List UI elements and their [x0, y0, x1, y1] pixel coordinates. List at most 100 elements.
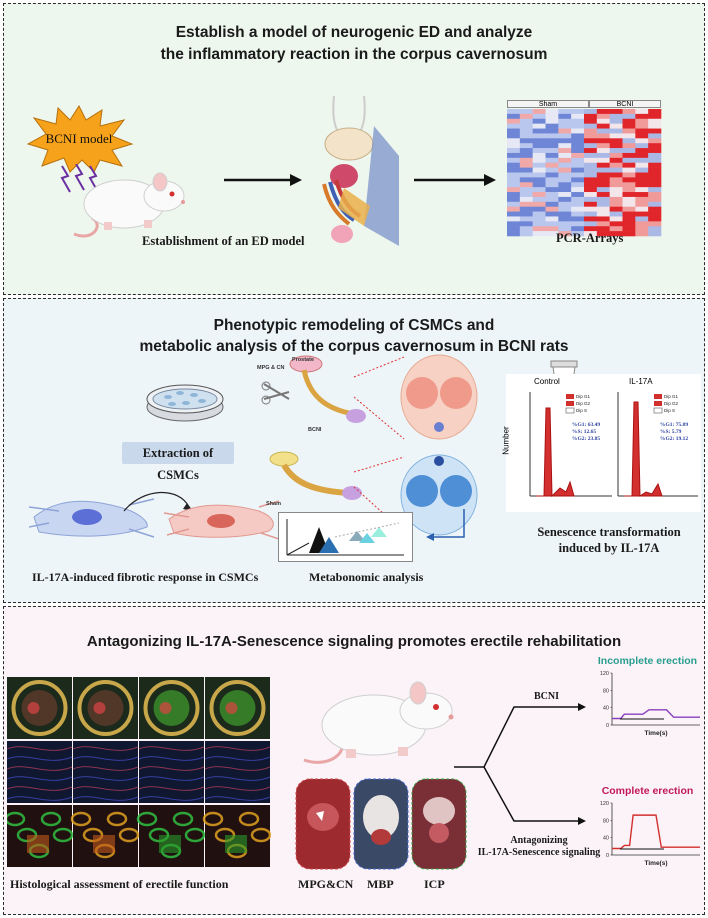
heatmap-cell [584, 192, 598, 198]
heatmap-cell [584, 201, 598, 207]
label-mpg-cn-photo: MPG&CN [298, 877, 354, 891]
heatmap-cell [622, 216, 636, 222]
heatmap-cell [635, 143, 649, 149]
xaxis-label: Time(s) [645, 860, 668, 867]
heatmap-cell [635, 201, 649, 207]
heatmap-cell [596, 143, 610, 149]
heatmap-cell [571, 206, 585, 212]
petri-dish-icon [146, 384, 224, 422]
arrow-right-icon [224, 174, 302, 186]
label-bcni: BCNI [308, 427, 322, 433]
heatmap-cell [571, 128, 585, 134]
heatmap-cell [519, 187, 533, 193]
heatmap-cell [609, 177, 623, 183]
heatmap-cell [519, 157, 533, 164]
heatmap-cell [635, 211, 649, 217]
histology-image [202, 805, 272, 867]
pelvic-anatomy-illustration [322, 96, 399, 246]
heatmap-cell [507, 182, 521, 188]
histology-image [73, 677, 138, 739]
heatmap-cell [571, 182, 585, 188]
heatmap-sham-label: Sham [507, 100, 589, 108]
heatmap-cell [532, 187, 546, 193]
heatmap-cell [507, 201, 521, 207]
heatmap-cell [635, 216, 649, 222]
heatmap-cell [648, 177, 662, 183]
heatmap-cell [558, 221, 572, 227]
flow-il17a-title: IL-17A [629, 377, 653, 386]
label-sham: Sham [266, 501, 281, 507]
heatmap-cell [596, 118, 610, 124]
ytick-label: 0 [606, 723, 609, 729]
heatmap-cell [622, 128, 636, 134]
heatmap-cell [532, 123, 546, 129]
heatmap-cell [519, 192, 533, 198]
heatmap-cell [609, 148, 623, 154]
heatmap-cell [648, 182, 662, 188]
heatmap-cell [507, 148, 521, 154]
heatmap-cell [648, 162, 662, 168]
heatmap-cell [571, 109, 585, 115]
heatmap-cell [558, 226, 572, 232]
panel-phenotypic-remodeling: Phenotypic remodeling of CSMCs and metab… [3, 298, 705, 603]
heatmap-cell [507, 206, 521, 212]
cross-section-illustration [353, 354, 478, 536]
heatmap-cell [558, 157, 572, 164]
heatmap-cell [622, 143, 636, 149]
heatmap-cell [545, 138, 559, 144]
heatmap-cell [609, 192, 623, 198]
heatmap-grid [507, 109, 662, 237]
heatmap-cell [558, 109, 572, 115]
heatmap-cell [532, 138, 546, 144]
heatmap-cell [545, 148, 559, 154]
heatmap-cell [571, 187, 585, 193]
heatmap-cell [545, 143, 559, 149]
histology-image [7, 677, 72, 739]
heatmap-cell [532, 148, 546, 154]
heatmap-cell [507, 226, 521, 232]
heatmap-cell [519, 162, 533, 168]
heatmap-cell [584, 133, 598, 139]
heatmap-cell [622, 192, 636, 198]
heatmap-cell [648, 216, 662, 222]
heatmap-cell [545, 221, 559, 227]
heatmap-cell [596, 196, 610, 203]
heatmap-cell [558, 201, 572, 207]
flow-il17a-stats: %G1: 75.09 %S: 5.79 %G2: 19.12 [660, 422, 689, 442]
heatmap-cell [648, 201, 662, 207]
heatmap-cell [532, 118, 546, 124]
heatmap-cell [532, 157, 546, 164]
heatmap-cell [622, 231, 636, 237]
heatmap-cell [507, 143, 521, 149]
heatmap-cell [635, 167, 649, 173]
heatmap-cell [519, 113, 533, 120]
heatmap-cell [571, 226, 585, 232]
heatmap-cell [545, 118, 559, 124]
heatmap-cell [545, 167, 559, 173]
arrow-right-icon [414, 174, 496, 186]
heatmap-cell [609, 167, 623, 173]
heatmap-cell [622, 221, 636, 227]
heatmap-cell [519, 196, 533, 203]
heatmap-cell [545, 201, 559, 207]
heatmap-cell [622, 172, 636, 178]
extraction-csmcs-label: Extraction of CSMCs [122, 442, 234, 482]
heatmap-cell [545, 211, 559, 217]
caption-histology: Histological assessment of erectile func… [10, 877, 229, 891]
heatmap-cell [596, 157, 610, 164]
heatmap-cell [507, 109, 521, 115]
heatmap-cell [596, 109, 610, 115]
heatmap-cell [532, 211, 546, 217]
heatmap-cell [558, 138, 572, 144]
heatmap-cell [532, 143, 546, 149]
heatmap-cell [571, 143, 585, 149]
return-arrow-icon [426, 509, 465, 541]
heatmap-cell [584, 196, 598, 203]
heatmap-cell [532, 221, 546, 227]
heatmap-cell [545, 123, 559, 129]
heatmap-cell [635, 226, 649, 232]
heatmap-cell [596, 206, 610, 212]
heatmap-cell [584, 123, 598, 129]
